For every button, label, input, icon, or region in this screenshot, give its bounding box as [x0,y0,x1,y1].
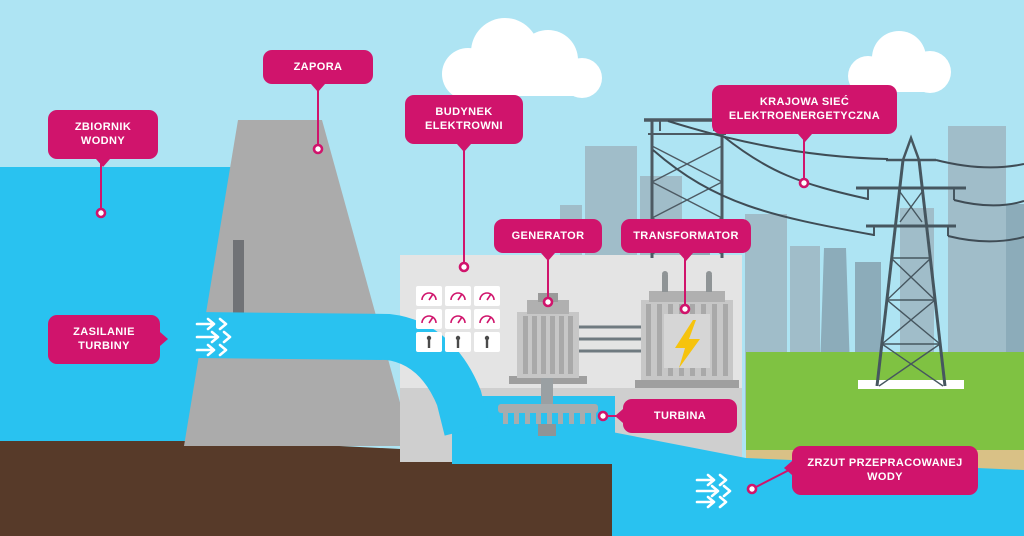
callout-budynek-elektrowni: BUDYNEK ELEKTROWNI [405,95,523,152]
callout-zapora: ZAPORA [263,50,373,93]
callout-tail [96,158,110,167]
lightning-icon [675,320,700,368]
callout-tail [679,253,693,262]
dam-gate [233,240,244,335]
callout-label: ZRZUT PRZEPRACOWANEJ WODY [807,457,963,484]
callout-tail [615,409,623,424]
dam [184,120,412,446]
callout-zrzut-wody: ZRZUT PRZEPRACOWANEJ WODY [784,446,978,495]
callout-tail [457,143,471,152]
callout-label: ZBIORNIK WODNY [74,121,132,148]
grass [746,352,1024,456]
callout-transformator: TRANSFORMATOR [621,219,751,262]
callout-label: GENERATOR [511,230,585,242]
busbars [579,325,642,353]
callout-krajowa-siec: KRAJOWA SIEĆ ELEKTROENERGETYCZNA [712,85,897,142]
intake-flow-arrows-icon [195,317,232,357]
ground [0,441,742,536]
callout-label: KRAJOWA SIEĆ ELEKTROENERGETYCZNA [728,96,881,123]
transformer-unit [635,271,739,388]
callout-tail [160,332,168,347]
power-lines [652,120,1024,243]
callout-tail [541,253,555,262]
callout-zasilanie-turbiny: ZASILANIE TURBINY [48,315,168,364]
callout-zbiornik-wodny: ZBIORNIK WODNY [48,110,158,167]
callout-turbina: TURBINA [615,399,737,434]
callout-label: BUDYNEK ELEKTROWNI [425,106,503,133]
turbine-unit [498,378,598,436]
callout-label: ZAPORA [293,61,343,73]
callout-label: TRANSFORMATOR [633,230,739,242]
callout-label: TURBINA [653,410,707,422]
discharge-flow-arrows-icon [695,473,732,509]
callout-label: ZASILANIE TURBINY [73,326,135,353]
callout-tail [311,84,325,93]
callout-tail [797,133,812,142]
penstock-water [197,312,490,436]
callout-tail [784,460,792,475]
transmission-pylon [856,134,966,389]
callout-generator: GENERATOR [494,219,602,262]
control-panel [414,285,502,354]
